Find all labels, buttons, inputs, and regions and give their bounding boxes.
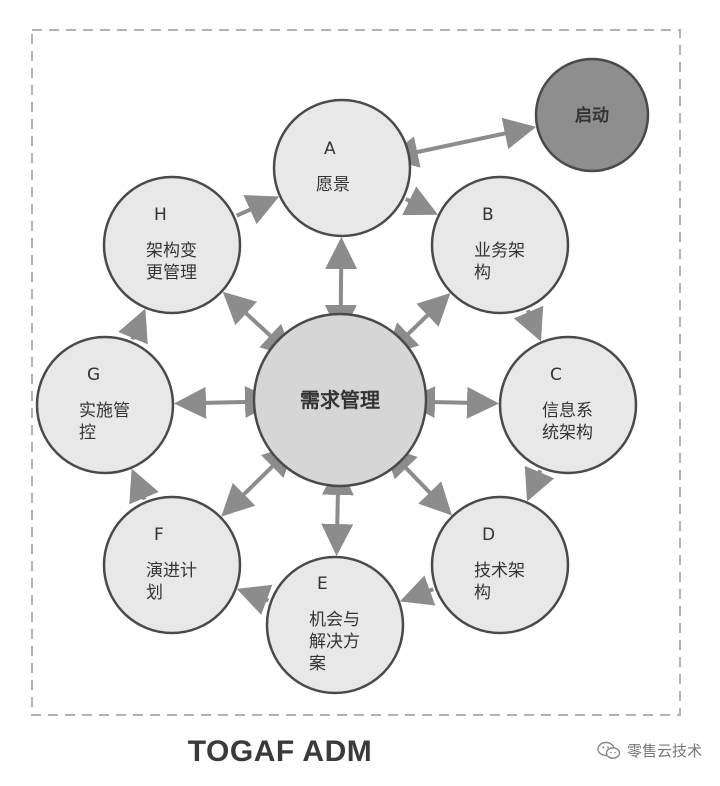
center-node: 需求管理	[252, 312, 428, 488]
phase-label-line: 架构变	[146, 241, 197, 261]
phase-label-line: 统架构	[542, 423, 593, 443]
hub-arrow-b	[385, 293, 451, 357]
cycle-arrow-h-a	[235, 195, 280, 225]
phase-circle-e	[265, 555, 405, 695]
phase-letter: E	[317, 574, 328, 594]
cycle-arrow-d-e	[399, 575, 436, 606]
arrows-layer	[118, 117, 555, 615]
phase-circle-c	[498, 335, 638, 475]
start-circle	[534, 57, 650, 173]
phase-label-line: 解决方	[309, 632, 360, 652]
phase-circle-d	[430, 495, 570, 635]
phase-label-line: 控	[79, 423, 96, 443]
phase-label-line: 构	[474, 263, 491, 283]
cycle-arrow-a-b	[402, 186, 438, 216]
watermark: 零售云技术	[597, 740, 702, 761]
phase-label-line: 技术架	[474, 561, 525, 581]
phase-letter: D	[482, 525, 495, 545]
start-node: 启动	[534, 57, 650, 173]
cycle-arrow-g-h	[118, 308, 148, 345]
nodes-layer: A愿景B业务架构C信息系统架构D技术架构E机会与解决方案F演进计划G实施管控H架…	[35, 57, 650, 695]
hub-arrow-c	[402, 386, 500, 419]
phase-label-line: 构	[474, 583, 491, 603]
start-arrow	[386, 117, 537, 168]
phase-letter: G	[87, 365, 100, 385]
hub-arrow-h	[222, 291, 294, 358]
phase-label-line: 信息系	[542, 401, 593, 421]
hub-arrow-a	[324, 236, 358, 338]
phase-label-line: 案	[309, 654, 326, 674]
phase-label-line: 划	[146, 583, 163, 603]
phase-letter: F	[154, 525, 164, 545]
hub-arrow-d	[383, 445, 452, 516]
phase-letter: H	[154, 205, 167, 225]
phase-circle-f	[102, 495, 242, 635]
watermark-text: 零售云技术	[626, 742, 702, 760]
dashed-frame	[31, 29, 681, 716]
phase-label-line: 愿景	[316, 175, 350, 195]
phase-label-line: 实施管	[79, 401, 130, 421]
phase-circle-b	[430, 175, 570, 315]
wechat-icon	[597, 741, 621, 759]
phase-label-line: 更管理	[146, 263, 197, 283]
hub-arrow-g	[173, 386, 278, 419]
start-label: 启动	[575, 105, 609, 126]
phase-circle-g	[35, 335, 175, 475]
phase-label-line: 演进计	[146, 561, 197, 581]
cycle-arrow-e-f	[236, 584, 273, 615]
phase-label-line: 机会与	[309, 610, 360, 630]
cycle-arrow-c-d	[524, 465, 555, 502]
diagram-caption: TOGAF ADM	[187, 735, 373, 768]
center-circle	[252, 312, 428, 488]
center-label: 需求管理	[300, 388, 380, 412]
hub-arrow-e	[321, 462, 354, 557]
phase-label-line: 业务架	[474, 241, 525, 261]
hub-arrow-f	[221, 444, 296, 517]
phase-letter: B	[482, 205, 494, 225]
phase-node-a: A 愿景	[272, 98, 412, 238]
phase-letter: C	[550, 365, 562, 385]
phase-circle-a	[272, 98, 412, 238]
phase-circle-h	[102, 175, 242, 315]
cycle-arrow-b-c	[513, 305, 544, 342]
cycle-arrow-f-g	[129, 468, 159, 505]
phase-letter: A	[324, 139, 336, 159]
